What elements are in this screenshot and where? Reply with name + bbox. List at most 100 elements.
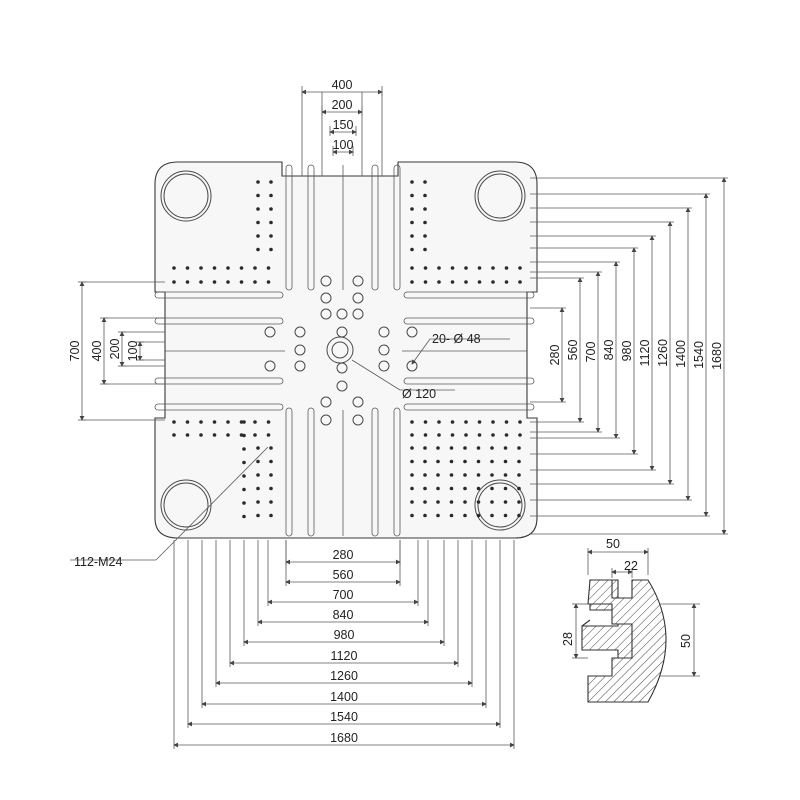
tapped-hole bbox=[253, 420, 257, 424]
tapped-hole bbox=[199, 280, 203, 284]
bolt-hole bbox=[320, 414, 332, 426]
tapped-hole bbox=[410, 446, 414, 450]
tapped-hole bbox=[490, 500, 494, 504]
tapped-hole bbox=[410, 266, 414, 270]
tapped-hole bbox=[410, 459, 414, 464]
bolt-hole bbox=[336, 380, 348, 392]
bolt-hole bbox=[352, 292, 364, 304]
tapped-hole bbox=[476, 486, 481, 491]
tapped-hole bbox=[490, 446, 494, 450]
tapped-hole bbox=[477, 266, 482, 270]
tapped-hole bbox=[517, 513, 521, 518]
tapped-hole bbox=[491, 280, 495, 284]
tapped-hole bbox=[256, 459, 260, 464]
tapped-hole bbox=[256, 234, 260, 238]
tapped-hole bbox=[256, 220, 260, 225]
tapped-hole bbox=[477, 433, 482, 437]
tapped-hole bbox=[436, 500, 440, 504]
tapped-hole bbox=[423, 207, 427, 211]
tapped-hole bbox=[449, 500, 454, 504]
tapped-hole bbox=[504, 420, 509, 424]
bottom-dimension: 560 bbox=[333, 568, 354, 582]
right-dimension: 1680 bbox=[710, 342, 724, 370]
tapped-hole bbox=[172, 420, 176, 424]
tapped-hole bbox=[476, 446, 481, 450]
tapped-hole bbox=[242, 460, 246, 465]
tapped-hole bbox=[476, 473, 481, 477]
tapped-hole bbox=[476, 513, 481, 518]
tapped-hole bbox=[256, 180, 260, 184]
tapped-hole bbox=[199, 266, 203, 270]
bolt-hole bbox=[378, 344, 390, 356]
right-dimension: 1260 bbox=[656, 339, 670, 367]
tapped-hole bbox=[449, 486, 454, 491]
left-dimension: 200 bbox=[108, 339, 122, 360]
bolt-hole bbox=[294, 360, 306, 372]
tapped-hole bbox=[503, 473, 508, 477]
tapped-hole bbox=[410, 180, 414, 184]
tapped-hole bbox=[253, 433, 257, 437]
tapped-hole bbox=[450, 420, 455, 424]
tapped-hole bbox=[269, 234, 273, 238]
tapped-hole bbox=[518, 433, 522, 437]
tapped-hole bbox=[269, 220, 273, 225]
tapped-hole bbox=[437, 420, 441, 424]
bottom-dimension: 840 bbox=[333, 608, 354, 622]
tapped-hole bbox=[490, 513, 494, 518]
tapped-hole bbox=[269, 180, 273, 184]
tapped-hole bbox=[269, 513, 273, 518]
bolt-hole bbox=[352, 275, 364, 287]
tapped-hole bbox=[226, 280, 230, 284]
tapped-hole bbox=[518, 420, 522, 424]
tapped-hole bbox=[266, 266, 271, 270]
tapped-hole bbox=[423, 473, 427, 477]
bolt-hole bbox=[352, 396, 364, 408]
tapped-hole bbox=[185, 280, 190, 284]
tapped-hole bbox=[504, 280, 509, 284]
tapped-hole bbox=[199, 420, 203, 424]
tapped-hole-callout-label: 112-M24 bbox=[74, 555, 122, 569]
tapped-hole bbox=[450, 266, 455, 270]
tapped-hole bbox=[503, 486, 508, 491]
tapped-hole bbox=[423, 193, 427, 198]
tapped-hole bbox=[253, 266, 257, 270]
bolt-hole bbox=[406, 326, 418, 338]
bolt-hole bbox=[352, 414, 364, 426]
tapped-hole bbox=[410, 207, 414, 211]
tapped-hole bbox=[437, 280, 441, 284]
tapped-hole bbox=[504, 266, 509, 270]
tapped-hole bbox=[518, 266, 522, 270]
tapped-hole bbox=[491, 433, 495, 437]
t-slot-depth-right-label: 50 bbox=[679, 634, 693, 648]
tapped-hole bbox=[410, 280, 414, 284]
tapped-hole bbox=[449, 459, 454, 464]
callout-tapped-holes: 112-M24 bbox=[70, 446, 269, 569]
tapped-hole bbox=[256, 193, 260, 198]
tapped-hole bbox=[477, 280, 482, 284]
tapped-hole bbox=[410, 513, 414, 518]
platen-outline bbox=[154, 161, 538, 539]
tapped-hole bbox=[491, 420, 495, 424]
bolt-hole bbox=[320, 292, 332, 304]
bolt-hole bbox=[378, 360, 390, 372]
right-dimension: 700 bbox=[584, 342, 598, 363]
top-dimension: 400 bbox=[332, 78, 353, 92]
center-bore-callout-label: Ø 120 bbox=[402, 387, 436, 401]
tapped-hole bbox=[199, 433, 203, 437]
tie-bar-holes bbox=[160, 170, 526, 531]
t-slot-width-label: 50 bbox=[606, 537, 620, 551]
tapped-hole bbox=[450, 433, 455, 437]
tapped-hole bbox=[239, 266, 244, 270]
tie-bar-hole-top-right bbox=[474, 170, 526, 222]
tapped-hole bbox=[423, 513, 427, 518]
tapped-hole bbox=[269, 193, 273, 198]
tapped-hole bbox=[423, 446, 427, 450]
bolt-hole bbox=[336, 326, 348, 338]
tapped-hole bbox=[256, 500, 260, 504]
tapped-hole bbox=[449, 473, 454, 477]
tapped-hole bbox=[410, 473, 414, 477]
tapped-hole bbox=[463, 486, 467, 491]
tapped-hole bbox=[242, 420, 246, 424]
tie-bar-hole-top-left bbox=[160, 170, 212, 222]
tapped-hole bbox=[410, 500, 414, 504]
